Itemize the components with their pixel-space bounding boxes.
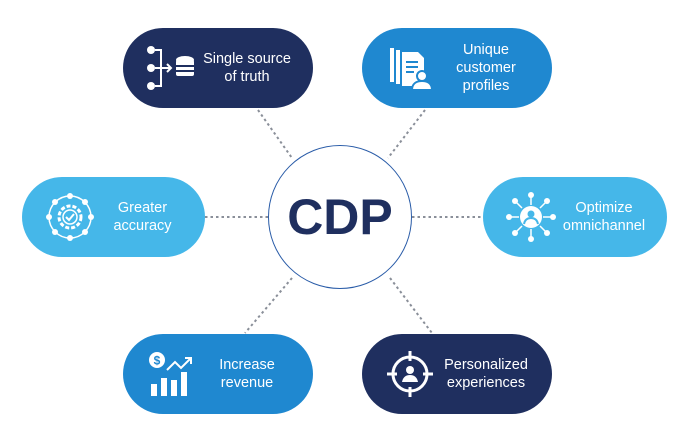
node-optimize-omnichannel: Optimize omnichannel: [483, 177, 667, 257]
node-label: Unique customer profiles: [456, 42, 516, 94]
user-network-icon: [506, 192, 556, 242]
node-label: Greater accuracy: [113, 200, 172, 234]
node-increase-revenue: $ Increase revenue: [123, 334, 313, 414]
node-greater-accuracy: Greater accuracy: [22, 177, 205, 257]
connector-bottom-left: [244, 277, 293, 334]
cdp-center-circle: CDP: [268, 145, 412, 289]
connector-top-right: [387, 109, 426, 159]
user-target-icon: [387, 351, 433, 397]
node-single-source: Single source of truth: [123, 28, 313, 108]
node-personalized-experiences: Personalized experiences: [362, 334, 552, 414]
node-label: Optimize omnichannel: [562, 200, 646, 234]
svg-text:$: $: [154, 354, 161, 368]
connector-top-left: [257, 109, 293, 159]
node-label: Single source of truth: [203, 51, 291, 85]
revenue-chart-icon: $: [149, 352, 192, 396]
cdp-label: CDP: [287, 189, 393, 245]
node-label: Personalized experiences: [444, 357, 528, 391]
gear-check-icon: [46, 193, 94, 241]
database-merge-icon: [147, 46, 194, 90]
connector-bottom-right: [389, 277, 433, 334]
node-label: Increase revenue: [219, 357, 275, 391]
node-unique-profiles: Unique customer profiles: [362, 28, 552, 108]
profile-documents-icon: [390, 48, 434, 91]
